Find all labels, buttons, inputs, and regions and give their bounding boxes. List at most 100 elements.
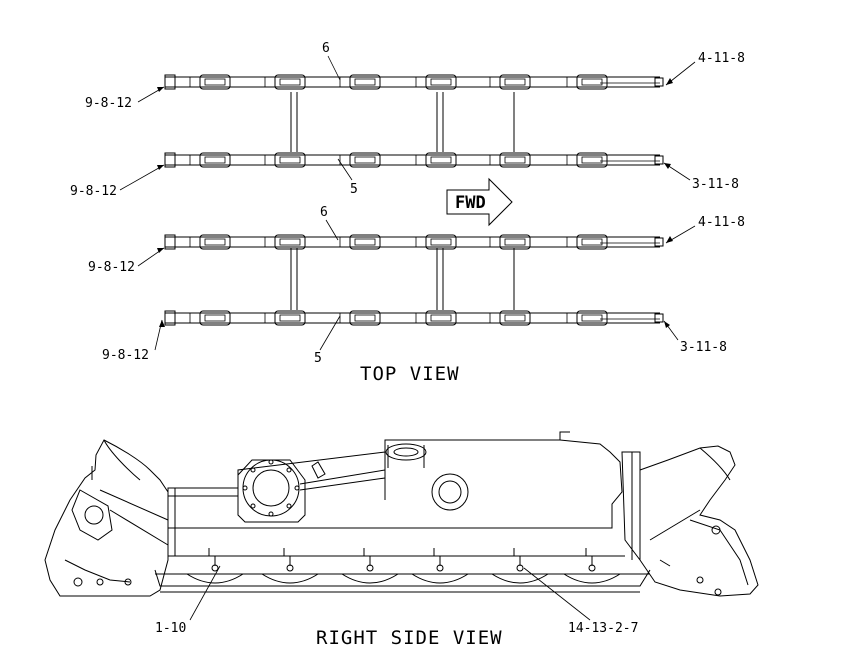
forward-arrow: FWD: [446, 177, 513, 227]
injector-block: [576, 152, 608, 168]
injector-lobe: [563, 573, 621, 584]
callout-rail2-left: 9-8-12: [70, 184, 117, 199]
callout-rail1-right: 4-11-8: [698, 51, 745, 66]
injector-clamp: [354, 238, 376, 246]
callout-rail2-right: 3-11-8: [692, 177, 739, 192]
rail-end-left: [164, 310, 176, 326]
callout-rail3-right: 4-11-8: [698, 215, 745, 230]
injector-lobes: [186, 548, 621, 584]
cross-tubes-upper: [290, 92, 515, 152]
callout-rail4-right: 3-11-8: [680, 340, 727, 355]
injector-lobe: [411, 573, 469, 584]
injector-block: [499, 234, 531, 250]
top-view-leaders: [119, 55, 696, 351]
injector-block: [274, 234, 306, 250]
callout-rail3-left: 9-8-12: [88, 260, 135, 275]
left-end-housing: [44, 439, 169, 597]
injector-block: [199, 152, 231, 168]
injector-clamp: [279, 238, 301, 246]
injector-block: [499, 74, 531, 90]
top-view-title: TOP VIEW: [360, 363, 460, 385]
leader-side-left: [189, 565, 221, 621]
injector-clamp: [430, 156, 452, 164]
injector-clamp: [581, 314, 603, 322]
injector-clamp: [430, 78, 452, 86]
injector-fitting: [516, 564, 524, 572]
rail-end-right: [654, 77, 664, 87]
fwd-label: FWD: [455, 193, 486, 213]
injector-clamp: [581, 156, 603, 164]
injector-clamp: [504, 156, 526, 164]
injector-fitting: [211, 564, 219, 572]
injector-clamp: [354, 156, 376, 164]
injector-block: [425, 310, 457, 326]
injector-clamp: [204, 238, 226, 246]
injector-fitting: [366, 564, 374, 572]
injector-clamp: [204, 314, 226, 322]
callout-rail3-mid: 6: [320, 205, 328, 220]
injector-clamp: [504, 78, 526, 86]
injector-lobe: [341, 573, 399, 584]
injector-clamp: [354, 314, 376, 322]
right-side-view: 1-10 14-13-2-7 RIGHT SIDE VIEW: [44, 431, 759, 649]
callout-rail2-mid: 5: [350, 182, 358, 197]
injector-block: [349, 152, 381, 168]
side-view-title: RIGHT SIDE VIEW: [316, 627, 503, 649]
rail-end-right: [654, 237, 664, 247]
injector-block: [199, 310, 231, 326]
callout-side-left: 1-10: [155, 621, 186, 636]
injector-clamp: [430, 238, 452, 246]
callout-rail4-left: 9-8-12: [102, 348, 149, 363]
injector-block: [349, 310, 381, 326]
fuel-rail: [164, 74, 664, 90]
injector-lobe: [261, 573, 319, 584]
lower-fuel-rail: [154, 548, 651, 593]
callout-rail4-mid: 5: [314, 351, 322, 366]
injector-block: [425, 152, 457, 168]
injector-clamp: [279, 314, 301, 322]
injector-clamp: [504, 314, 526, 322]
fuel-rail: [164, 234, 664, 250]
injector-block: [576, 310, 608, 326]
injector-clamp: [581, 78, 603, 86]
injector-clamp: [204, 156, 226, 164]
fuel-rails: [164, 74, 664, 326]
injector-clamp: [504, 238, 526, 246]
injector-lobe: [491, 573, 549, 584]
leader-side-right: [523, 567, 591, 621]
callout-side-right: 14-13-2-7: [568, 621, 638, 636]
injector-block: [499, 310, 531, 326]
injector-block: [274, 310, 306, 326]
injector-lobe: [186, 573, 244, 584]
rail-end-right: [654, 155, 664, 165]
top-view: FWD 9-8-12 4-11-8 6 9-8-12 3-11-8 5 9-8-…: [70, 41, 745, 385]
injector-block: [425, 234, 457, 250]
injector-block: [499, 152, 531, 168]
injector-clamp: [430, 314, 452, 322]
cross-tubes-lower: [290, 248, 515, 310]
injector-clamp: [279, 156, 301, 164]
injector-block: [274, 74, 306, 90]
injector-clamp: [581, 238, 603, 246]
injector-fitting: [436, 564, 444, 572]
injector-clamp: [204, 78, 226, 86]
injector-clamp: [354, 78, 376, 86]
injector-block: [576, 74, 608, 90]
injector-block: [274, 152, 306, 168]
rail-end-right: [654, 313, 664, 323]
callout-rail1-mid: 6: [322, 41, 330, 56]
callout-rail1-left: 9-8-12: [85, 96, 132, 111]
injector-block: [199, 234, 231, 250]
injector-fitting: [588, 564, 596, 572]
injector-block: [199, 74, 231, 90]
fuel-rail: [164, 152, 664, 168]
injector-block: [349, 74, 381, 90]
injector-block: [576, 234, 608, 250]
fuel-rail: [164, 310, 664, 326]
right-end-housing: [621, 445, 759, 597]
rail-end-left: [164, 152, 176, 168]
injector-block: [425, 74, 457, 90]
rail-end-left: [164, 74, 176, 90]
